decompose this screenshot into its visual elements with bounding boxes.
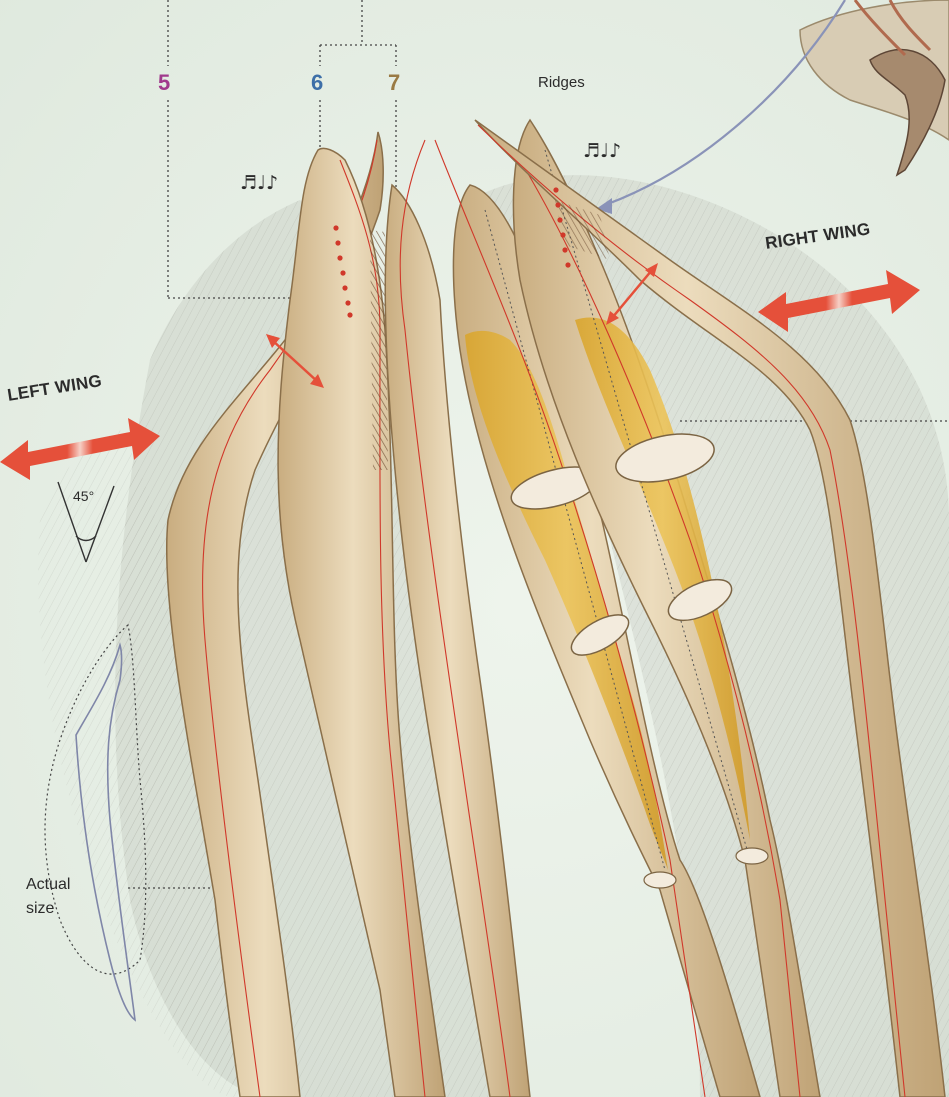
- actual-size-label-line2: size: [26, 900, 54, 918]
- angle-label: 45°: [73, 488, 94, 504]
- actual-size-label-line1: Actual: [26, 876, 70, 894]
- feather-label-7: 7: [388, 70, 400, 96]
- ridges-label: Ridges: [538, 74, 585, 91]
- music-notes-icon: ♬♩♪: [240, 172, 278, 194]
- feather-label-5: 5: [158, 70, 170, 96]
- music-notes-icon: ♬♩♪: [583, 140, 621, 162]
- feather-label-6: 6: [311, 70, 323, 96]
